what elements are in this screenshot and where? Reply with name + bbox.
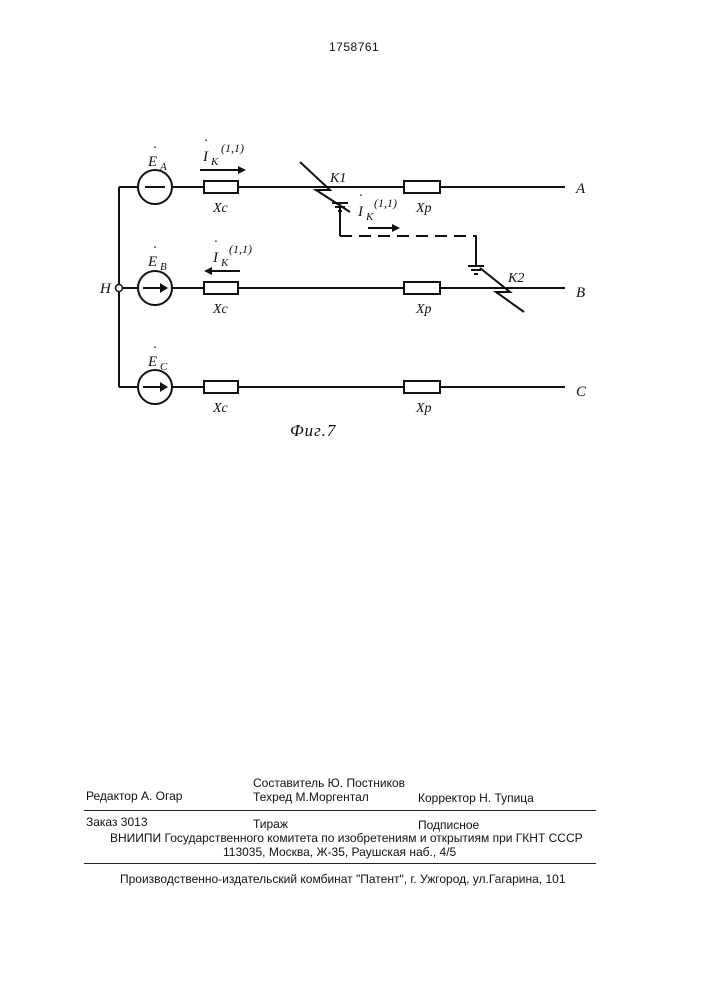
svg-text:I: I xyxy=(357,204,364,220)
svg-text:E: E xyxy=(147,254,157,270)
xc-label-b: Xc xyxy=(212,302,229,317)
xp-reactance-c xyxy=(404,381,440,393)
xp-label-b: Xp xyxy=(415,302,432,317)
xp-label-c: Xp xyxy=(415,401,432,416)
svg-text:E: E xyxy=(147,154,157,170)
xc-reactance-c xyxy=(204,381,238,393)
neutral-node xyxy=(116,285,123,292)
svg-text:·: · xyxy=(153,241,157,256)
svg-text:A: A xyxy=(159,161,167,173)
divider-top xyxy=(84,810,596,811)
svg-text:·: · xyxy=(153,141,157,156)
svg-text:I: I xyxy=(202,149,209,165)
divider-bottom xyxy=(84,863,596,864)
svg-text:·: · xyxy=(214,235,218,250)
figure-caption: Фиг.7 xyxy=(290,421,336,441)
emf-b-label: E B · xyxy=(147,241,167,273)
current-label-a: I K (1,1) · xyxy=(202,134,244,168)
current-label-ground: I K (1,1) · xyxy=(357,189,397,223)
svg-text:K: K xyxy=(210,156,219,168)
node-label: Н xyxy=(99,281,112,297)
svg-text:K: K xyxy=(365,211,374,223)
emf-c-label: E C · xyxy=(147,341,168,373)
svg-text:(1,1): (1,1) xyxy=(229,242,252,256)
svg-text:C: C xyxy=(160,361,168,373)
svg-text:·: · xyxy=(359,189,363,204)
circulation: Тираж xyxy=(253,817,288,831)
institute-line: ВНИИПИ Государственного комитета по изоб… xyxy=(110,831,583,845)
phase-label-c: C xyxy=(576,384,587,400)
circuit-diagram: Н E A · E B · E C · Xc Xc Xc Xp Xp Xp A … xyxy=(0,0,707,460)
xc-label-a: Xc xyxy=(212,201,229,216)
xc-reactance-a xyxy=(204,181,238,193)
compiler-line: Составитель Ю. Постников xyxy=(253,776,405,790)
fault-k1-label: K1 xyxy=(329,171,346,186)
svg-text:·: · xyxy=(204,134,208,149)
emf-a-label: E A · xyxy=(147,141,167,173)
techred-line: Техред М.Моргентал xyxy=(253,790,369,804)
xp-reactance-a xyxy=(404,181,440,193)
svg-text:·: · xyxy=(153,341,157,356)
order-number: Заказ 3013 xyxy=(86,815,148,829)
editor-line: Редактор А. Огар xyxy=(86,789,182,803)
svg-text:K: K xyxy=(220,257,229,269)
address-line: 113035, Москва, Ж-35, Раушская наб., 4/5 xyxy=(223,845,456,859)
xp-reactance-b xyxy=(404,282,440,294)
current-label-b: I K (1,1) · xyxy=(212,235,252,269)
svg-text:(1,1): (1,1) xyxy=(374,196,397,210)
phase-label-a: A xyxy=(575,181,586,197)
fault-k2-label: K2 xyxy=(507,271,524,286)
xc-label-c: Xc xyxy=(212,401,229,416)
xc-reactance-b xyxy=(204,282,238,294)
svg-text:(1,1): (1,1) xyxy=(221,141,244,155)
svg-text:E: E xyxy=(147,354,157,370)
phase-label-b: B xyxy=(576,285,585,301)
subscription: Подписное xyxy=(418,818,479,832)
xp-label-a: Xp xyxy=(415,201,432,216)
svg-text:B: B xyxy=(160,261,167,273)
corrector-line: Корректор Н. Тупица xyxy=(418,791,534,805)
svg-text:I: I xyxy=(212,250,219,266)
publisher-line: Производственно-издательский комбинат "П… xyxy=(120,872,566,886)
ground-fault-path xyxy=(340,236,476,242)
